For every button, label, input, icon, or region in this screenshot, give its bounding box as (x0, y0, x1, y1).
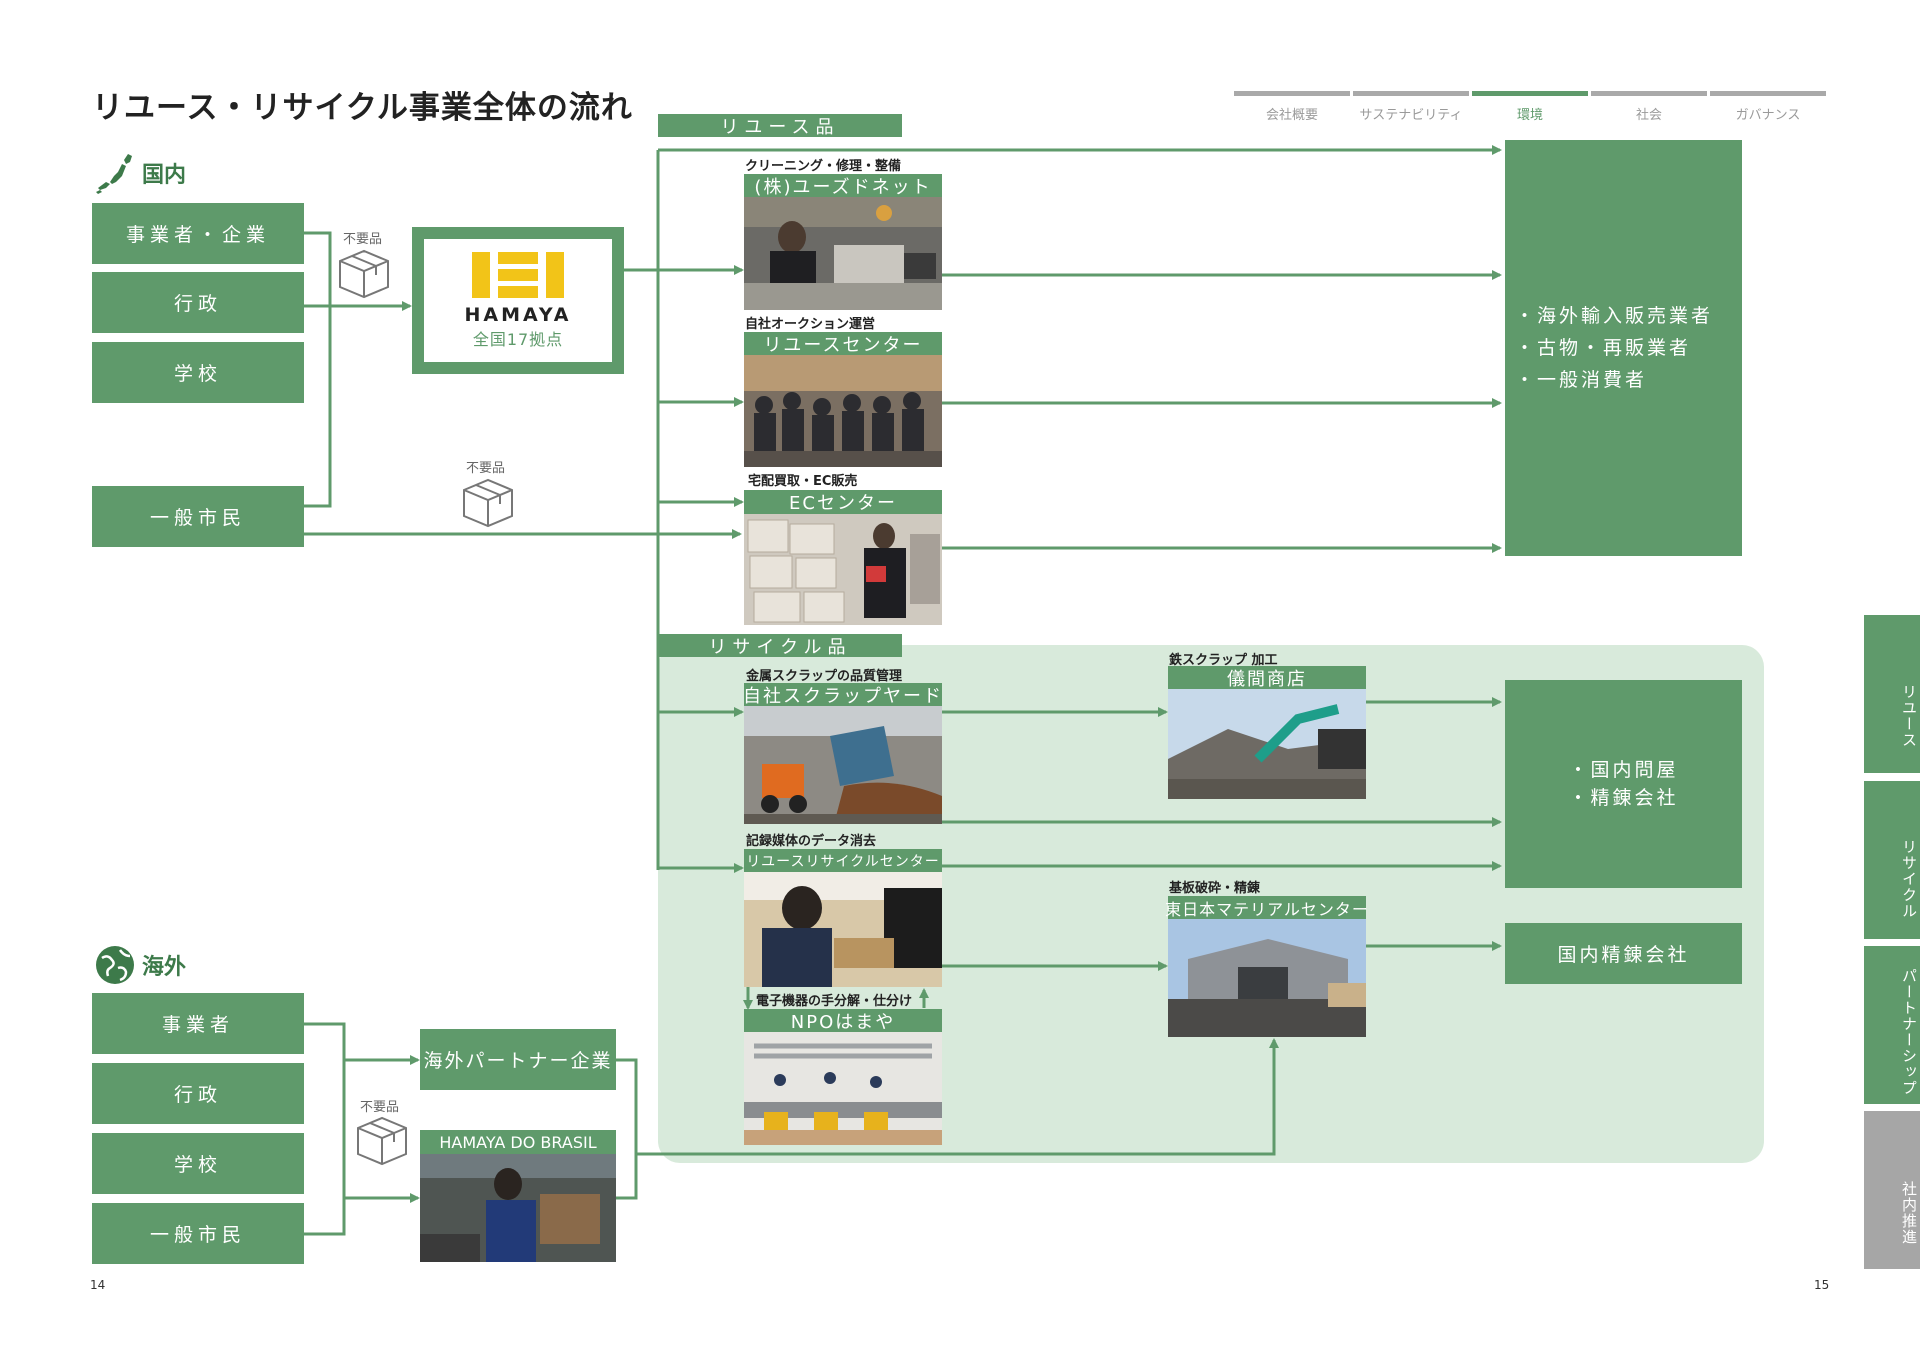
source-business: 事業者・企業 (92, 203, 304, 264)
domestic-label: 国内 (92, 150, 186, 196)
unneeded-label: 不要品 (360, 1100, 400, 1115)
destination-item: 精錬会社 (1568, 784, 1678, 812)
photo-scrap-excavator (1168, 689, 1366, 799)
photo-ec-warehouse (744, 514, 942, 625)
reuse-destination: 海外輸入販売業者 古物・再販業者 一般消費者 (1505, 140, 1742, 556)
box-icon (463, 478, 513, 528)
nav-tab-sustainability[interactable]: サステナビリティ (1353, 91, 1469, 123)
facility-caption: 金属スクラップの品質管理 (746, 669, 903, 684)
photo-repair-workshop (744, 197, 942, 310)
facility-caption: 基板破砕・精錬 (1169, 881, 1261, 896)
destination-item: 国内問屋 (1568, 756, 1678, 784)
nav-tab-governance[interactable]: ガバナンス (1710, 91, 1826, 123)
source-school: 学校 (92, 342, 304, 403)
photo-auction-hall (744, 355, 942, 467)
facility-caption: 宅配買取・EC販売 (748, 474, 858, 489)
facility-name-reuse-center: リユースセンター (744, 332, 942, 356)
facility-name-ec-center: ECセンター (744, 490, 942, 514)
side-tab-recycle[interactable]: リサイクル (1864, 781, 1920, 939)
nav-tab-environment[interactable]: 環境 (1472, 91, 1588, 123)
photo-brasil-worker (420, 1154, 616, 1262)
destination-item: 古物・再販業者 (1515, 332, 1713, 364)
page-number-left: 14 (90, 1278, 106, 1292)
refinery-box: 国内精錬会社 (1505, 923, 1742, 984)
destination-item: 海外輸入販売業者 (1515, 300, 1713, 332)
photo-scrap-yard (744, 706, 942, 824)
japan-map-icon (96, 154, 132, 194)
source-government: 行政 (92, 272, 304, 333)
facility-name-usednet: (株)ユーズドネット (744, 174, 942, 198)
reuse-section-label: リユース品 (658, 114, 902, 138)
hamaya-logo-icon (472, 251, 564, 298)
photo-data-erasure (744, 872, 942, 987)
facility-caption: クリーニング・修理・整備 (745, 159, 902, 174)
facility-caption: 電子機器の手分解・仕分け (756, 994, 913, 1009)
recycle-destination: 国内問屋 精錬会社 (1505, 680, 1742, 888)
overseas-partner-box: 海外パートナー企業 (420, 1029, 616, 1090)
unneeded-label: 不要品 (343, 232, 383, 247)
photo-disassembly-line (744, 1032, 942, 1145)
top-nav: 会社概要 サステナビリティ 環境 社会 ガバナンス (1234, 91, 1826, 123)
overseas-source-government: 行政 (92, 1063, 304, 1124)
recycle-section-label: リサイクル品 (658, 634, 902, 658)
facility-caption: 自社オークション運営 (745, 317, 876, 332)
facility-caption: 記録媒体のデータ消去 (746, 834, 877, 849)
facility-name-gima: 儀間商店 (1168, 666, 1366, 690)
source-citizens: 一般市民 (92, 486, 304, 547)
hamaya-brasil-label: HAMAYA DO BRASIL (420, 1130, 616, 1154)
overseas-source-citizens: 一般市民 (92, 1203, 304, 1264)
hamaya-locations: 全国17拠点 (472, 329, 564, 349)
nav-tab-society[interactable]: 社会 (1591, 91, 1707, 123)
page-number-right: 15 (1814, 1278, 1830, 1292)
facility-caption: 鉄スクラップ 加工 (1169, 653, 1278, 668)
destination-item: 一般消費者 (1515, 364, 1713, 396)
hamaya-logo-text: HAMAYA (464, 303, 572, 326)
facility-name-reuse-recycle-center: リユースリサイクルセンター (744, 849, 942, 872)
box-icon (357, 1116, 407, 1166)
globe-icon (96, 946, 134, 984)
facility-name-east-japan: 東日本マテリアルセンター (1165, 896, 1368, 919)
side-tab-reuse[interactable]: リユース (1864, 615, 1920, 773)
page-title: リユース・リサイクル事業全体の流れ (92, 90, 633, 126)
side-tab-internal[interactable]: 社内推進 (1864, 1111, 1920, 1269)
photo-material-center (1168, 919, 1366, 1037)
facility-name-scrap-yard: 自社スクラップヤード (743, 683, 942, 707)
overseas-source-school: 学校 (92, 1133, 304, 1194)
nav-tab-company[interactable]: 会社概要 (1234, 91, 1350, 123)
overseas-label: 海外 (94, 944, 186, 986)
box-icon (339, 249, 389, 299)
unneeded-label: 不要品 (466, 461, 506, 476)
hamaya-hub: HAMAYA 全国17拠点 (412, 227, 624, 374)
side-tab-partnership[interactable]: パートナーシップ (1864, 946, 1920, 1104)
overseas-source-business: 事業者 (92, 993, 304, 1054)
facility-name-npo-hamaya: NPOはまや (744, 1009, 942, 1033)
